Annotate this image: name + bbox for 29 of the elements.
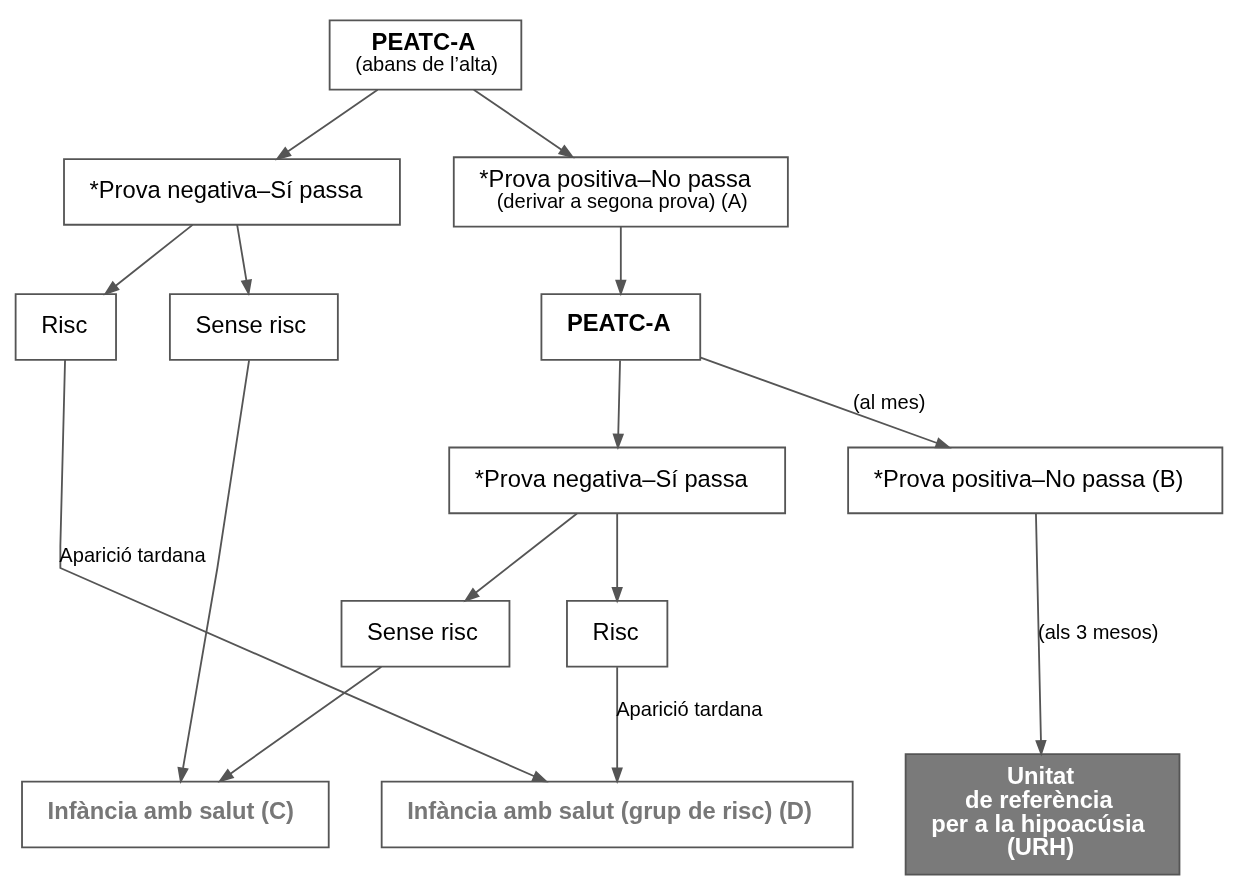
node-box: Risc [566, 599, 669, 668]
node-box: PEATC-A (abans de l’alta) [328, 19, 523, 91]
arrow [103, 223, 194, 296]
node-box: Sense risc [168, 293, 339, 361]
arrow [612, 359, 625, 451]
node-box: Sense risc [340, 599, 511, 668]
arrow [611, 513, 623, 604]
node-box: Infància amb salut (C) [21, 780, 330, 849]
arrow [217, 665, 383, 783]
arrow [472, 88, 575, 159]
node-box: PEATC-A [540, 293, 702, 361]
node-box: *Prova negativa–Sí passa [63, 158, 401, 226]
node-box: Unitat de referència per a la hipoacúsia (URH) [904, 753, 1181, 876]
node-box: Infància amb salut (grup de risc) (D) [380, 780, 854, 849]
arrow [1035, 512, 1047, 757]
node-box: *Prova negativa–Sí passa [448, 446, 787, 515]
edge-label: (als 3 mesos) [1037, 620, 1159, 643]
arrow [59, 359, 549, 783]
node-box: *Prova positiva–No passa (B) [847, 446, 1224, 515]
arrow [611, 666, 623, 784]
arrow [177, 359, 251, 784]
node-box: *Prova positiva–No passa (derivar a segona prova) (A) [452, 156, 789, 228]
arrow [236, 223, 252, 297]
arrow [274, 88, 379, 161]
edge-label: (al mes) [852, 390, 926, 413]
arrow [699, 356, 952, 449]
arrow [615, 226, 627, 297]
arrow [463, 512, 578, 603]
node-box: Risc [14, 293, 117, 361]
